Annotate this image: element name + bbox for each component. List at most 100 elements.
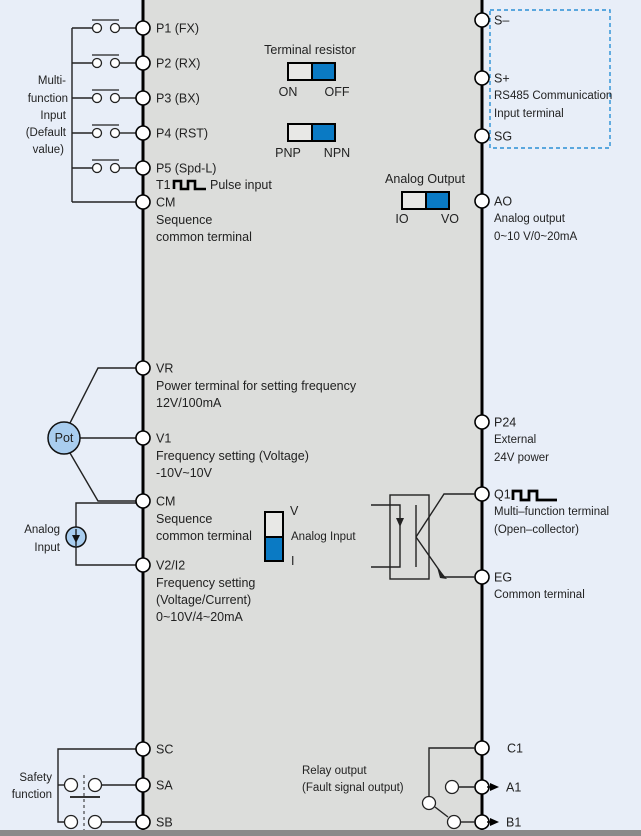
input-switch-p4 <box>72 124 136 139</box>
svg-text:(Fault signal output): (Fault signal output) <box>302 782 404 794</box>
terminal-label: V1 <box>156 432 171 446</box>
terminal-connector-icon[interactable] <box>135 493 151 509</box>
terminal-description: 0~10V/4~20mA <box>156 610 244 624</box>
terminal-sg[interactable]: SG <box>474 128 512 144</box>
svg-text:V: V <box>290 504 299 518</box>
terminal-description: common terminal <box>156 529 252 543</box>
terminal-connector-icon[interactable] <box>474 193 490 209</box>
terminal-connector-icon[interactable] <box>135 20 151 36</box>
terminal-p2[interactable]: P2 (RX) <box>135 55 200 71</box>
a1-arrow-icon <box>490 783 499 791</box>
safety-wiring <box>57 748 136 830</box>
terminal-description: Analog output <box>494 213 566 225</box>
terminal-description: 12V/100mA <box>156 396 222 410</box>
safety-function-label: Safety function <box>12 772 53 801</box>
relay-output-label: Relay output (Fault signal output) <box>302 765 404 794</box>
svg-text:Analog: Analog <box>24 524 60 536</box>
terminal-connector-icon[interactable] <box>474 486 490 502</box>
pnp-npn-switch[interactable]: PNP NPN <box>275 123 350 160</box>
terminal-connector-icon[interactable] <box>474 779 490 795</box>
safety-contacts <box>63 777 103 830</box>
svg-text:function: function <box>28 93 68 105</box>
current-source <box>65 526 87 548</box>
terminal-label: EG <box>494 571 512 585</box>
terminal-connector-icon[interactable] <box>474 414 490 430</box>
pot-icon <box>47 421 81 455</box>
q1-pulse-wave-icon <box>511 489 557 502</box>
pot-wiring <box>69 367 136 502</box>
terminal-description: Power terminal for setting frequency <box>156 379 357 393</box>
terminal-sb[interactable]: SB <box>135 814 173 830</box>
terminal-connector-icon[interactable] <box>135 90 151 106</box>
terminal-label: C1 <box>507 742 523 756</box>
terminal-connector-icon[interactable] <box>135 194 151 210</box>
terminal-description: (Open–collector) <box>494 524 579 536</box>
terminal-connector-icon[interactable] <box>135 557 151 573</box>
terminal-label: CM <box>156 196 175 210</box>
svg-text:Safety: Safety <box>19 772 52 784</box>
input-switch-p5 <box>72 159 136 174</box>
terminal-connector-icon[interactable] <box>474 740 490 756</box>
footer-bar <box>0 830 641 836</box>
terminal-connector-icon[interactable] <box>135 814 151 830</box>
terminal-label: VR <box>156 362 173 376</box>
terminal-p1[interactable]: P1 (FX) <box>135 20 199 36</box>
terminal-connector-icon[interactable] <box>135 125 151 141</box>
terminal-a1[interactable]: A1 <box>474 779 521 795</box>
terminal-p3[interactable]: P3 (BX) <box>135 90 200 106</box>
analog-input-switch[interactable]: V Analog Input I <box>264 504 356 568</box>
b1-arrow-icon <box>490 818 499 826</box>
svg-text:Analog Output: Analog Output <box>385 172 465 186</box>
terminal-sminus[interactable]: S– <box>474 12 509 28</box>
svg-text:Input: Input <box>34 542 60 554</box>
svg-text:OFF: OFF <box>325 85 350 99</box>
terminal-label: AO <box>494 195 512 209</box>
terminal-description: Sequence <box>156 512 212 526</box>
terminal-label: S– <box>494 14 509 28</box>
terminal-connector-icon[interactable] <box>474 128 490 144</box>
terminal-sc[interactable]: SC <box>135 741 173 757</box>
rs485-dashed-box <box>489 9 611 149</box>
terminal-description: Multi–function terminal <box>494 506 609 518</box>
potentiometer: Pot <box>47 421 81 455</box>
terminal-label: SC <box>156 743 173 757</box>
terminal-connector-icon[interactable] <box>474 12 490 28</box>
terminal-description: Frequency setting <box>156 576 255 590</box>
terminal-connector-icon[interactable] <box>135 160 151 176</box>
terminal-description: 24V power <box>494 452 549 464</box>
terminal-connector-icon[interactable] <box>135 741 151 757</box>
terminal-vr[interactable]: VR Power terminal for setting frequency 12… <box>135 360 357 410</box>
pulse-input-label: T1 Pulse input <box>156 178 272 192</box>
terminal-resistor-switch[interactable]: Terminal resistor ON OFF <box>264 43 356 99</box>
terminal-connector-icon[interactable] <box>135 430 151 446</box>
terminal-connector-icon[interactable] <box>135 360 151 376</box>
terminal-connector-icon[interactable] <box>474 70 490 86</box>
analog-input-label: Analog Input <box>24 524 61 554</box>
terminal-label: S+ <box>494 72 510 86</box>
terminal-connector-icon[interactable] <box>474 569 490 585</box>
analog-output-switch[interactable]: Analog Output IO VO <box>385 172 465 226</box>
terminal-description: RS485 Communication <box>494 90 612 102</box>
terminal-p5[interactable]: P5 (Spd-L) <box>135 160 216 176</box>
terminal-description: External <box>494 434 536 446</box>
terminal-connector-icon[interactable] <box>474 814 490 830</box>
terminal-p4[interactable]: P4 (RST) <box>135 125 208 141</box>
terminal-sa[interactable]: SA <box>135 777 173 793</box>
terminal-label: B1 <box>506 816 521 830</box>
terminal-connector-icon[interactable] <box>135 777 151 793</box>
terminal-label: V2/I2 <box>156 559 185 573</box>
terminal-c1[interactable]: C1 <box>474 740 523 756</box>
terminal-description: Input terminal <box>494 108 564 120</box>
terminal-description: -10V~10V <box>156 466 213 480</box>
terminal-label: P5 (Spd-L) <box>156 162 216 176</box>
terminal-connector-icon[interactable] <box>135 55 151 71</box>
